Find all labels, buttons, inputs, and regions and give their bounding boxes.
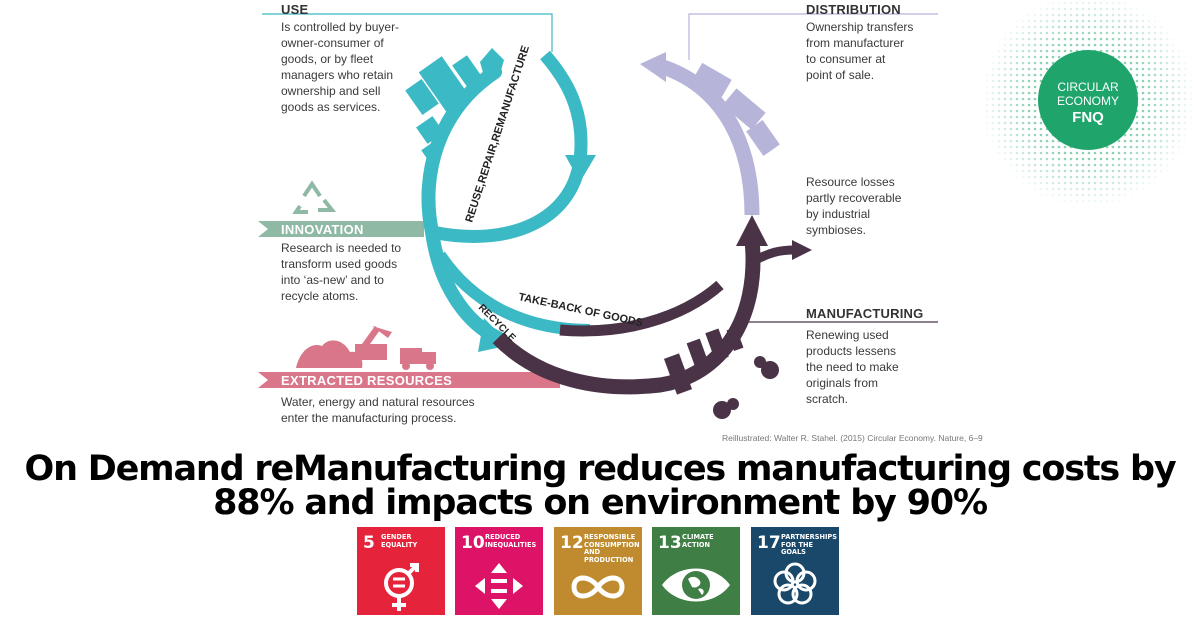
manufacturing-heading: MANUFACTURING [806,306,924,321]
innovation-description: Research is needed to transform used goo… [281,241,402,303]
headline-line-1: On Demand reManufacturing reduces manufa… [24,449,1177,489]
extracted-resources-band [258,372,560,388]
headline-line-2: 88% and impacts on environment by 90% [213,483,988,523]
factory-icon [663,326,779,419]
manufacturing-arrowhead [736,215,768,246]
take-back-dark-arrow [559,280,724,337]
sdg-tile-12[interactable]: 12 RESPONSIBLE CONSUMPTION AND PRODUCTIO… [554,527,642,615]
extracted-resources-heading: EXTRACTED RESOURCES [281,373,453,388]
sdg-tile-10[interactable]: 10 REDUCED INEQUALITIES [455,527,543,615]
recycle-icon [292,180,337,214]
symbiosis-branch [749,245,796,266]
gender-equality-icon [384,563,419,611]
svg-text:CIRCULAR: CIRCULAR [1057,80,1119,94]
circular-economy-fnq-logo: CIRCULAR ECONOMY FNQ [975,0,1200,210]
distribution-heading: DISTRIBUTION [806,2,901,17]
innovation-band [258,221,424,237]
leader-lines [262,13,938,323]
use-description: Is controlled by buyer- owner-consumer o… [281,20,400,114]
distribution-description: Ownership transfers from manufacturer to… [806,20,914,82]
infinity-icon [571,575,625,599]
distribution-arc [657,58,760,216]
innovation-heading: INNOVATION [281,222,364,237]
symbiosis-arrowhead [792,240,812,260]
circular-economy-diagram: REUSE,REPAIR,REMANUFACTURE TAKE-BACK OF … [258,0,1200,419]
extraction-machines-icon [296,326,436,370]
sdg-tile-17[interactable]: 17 PARTNERSHIPS FOR THE GOALS [751,527,839,615]
partnership-rings-icon [773,562,817,605]
source-caption: Reillustrated: Walter R. Stahel. (2015) … [722,433,983,443]
svg-text:ECONOMY: ECONOMY [1057,94,1119,108]
use-arc [421,65,505,345]
recycle-arc [492,239,761,395]
eye-globe-icon [662,568,730,602]
delivery-trucks-icon [692,62,780,157]
svg-text:FNQ: FNQ [1072,109,1104,126]
city-buildings-icon [405,48,504,162]
headline: On Demand reManufacturing reduces manufa… [0,449,1200,523]
sdg-tile-5[interactable]: 5 GENDER EQUALITY [357,527,445,615]
reduced-inequalities-icon [475,563,523,609]
reuse-arrowhead [565,155,596,182]
resource-losses-description: Resource losses partly recoverable by in… [806,175,902,237]
manufacturing-description: Renewing used products lessens the need … [806,328,899,406]
sdg-tile-13[interactable]: 13 CLIMATE ACTION [652,527,740,615]
extracted-resources-description: Water, energy and natural resources ente… [281,395,475,425]
distribution-arrowhead [640,52,666,82]
use-heading: USE [281,2,309,17]
